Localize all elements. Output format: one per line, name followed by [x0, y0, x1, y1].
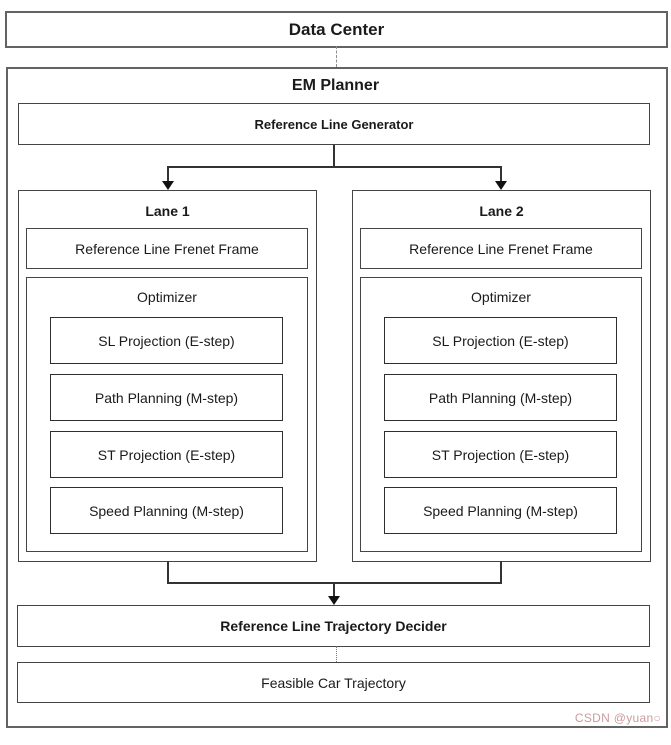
lane-2-frenet-frame-box: Reference Line Frenet Frame [360, 228, 642, 269]
feasible-trajectory-label: Feasible Car Trajectory [261, 674, 406, 691]
lane-1-step-st-projection: ST Projection (E-step) [50, 431, 283, 478]
step-label: Path Planning (M-step) [428, 389, 573, 406]
lane-1-box: Lane 1 Reference Line Frenet Frame Optim… [18, 190, 317, 562]
lane-1-frenet-frame-label: Reference Line Frenet Frame [75, 240, 259, 257]
lane-1-step-speed-planning: Speed Planning (M-step) [50, 487, 283, 534]
generator-stem-line [333, 145, 335, 168]
data-center-label: Data Center [288, 19, 385, 39]
lane-2-box: Lane 2 Reference Line Frenet Frame Optim… [352, 190, 651, 562]
step-label: ST Projection (E-step) [431, 446, 570, 463]
step-label: Speed Planning (M-step) [423, 502, 578, 519]
merge-stem-left [167, 561, 169, 584]
lane-2-step-path-planning: Path Planning (M-step) [384, 374, 617, 421]
lane-2-step-sl-projection: SL Projection (E-step) [384, 317, 617, 364]
feasible-trajectory-box: Feasible Car Trajectory [17, 662, 650, 703]
csdn-watermark: CSDN @yuan○ [574, 711, 661, 725]
lane-1-step-path-planning: Path Planning (M-step) [50, 374, 283, 421]
dashed-connector-datacenter-emplanner [336, 46, 337, 67]
lane-2-title: Lane 2 [479, 203, 524, 219]
em-planner-title: EM Planner [291, 77, 380, 94]
lane-2-step-speed-planning: Speed Planning (M-step) [384, 487, 617, 534]
lane-2-frenet-frame-label: Reference Line Frenet Frame [409, 240, 593, 257]
trajectory-decider-label: Reference Line Trajectory Decider [220, 618, 447, 634]
branch-horizontal-line [167, 166, 502, 168]
reference-line-generator-label: Reference Line Generator [254, 116, 414, 132]
step-label: Path Planning (M-step) [94, 389, 239, 406]
step-label: SL Projection (E-step) [432, 332, 569, 349]
lane-1-step-sl-projection: SL Projection (E-step) [50, 317, 283, 364]
step-label: ST Projection (E-step) [97, 446, 236, 463]
lane-1-title: Lane 1 [145, 203, 190, 219]
lane-1-optimizer-box: Optimizer SL Projection (E-step) Path Pl… [26, 277, 308, 552]
lane-1-optimizer-label: Optimizer [137, 289, 197, 305]
merge-stem-right [500, 561, 502, 584]
reference-line-generator-box: Reference Line Generator [18, 103, 650, 145]
step-label: Speed Planning (M-step) [89, 502, 244, 519]
step-label: SL Projection (E-step) [98, 332, 235, 349]
arrowhead-to-lane2 [495, 181, 507, 190]
merge-stem-center [333, 582, 335, 597]
lane-2-optimizer-label: Optimizer [471, 289, 531, 305]
arrowhead-to-decider [328, 596, 340, 605]
lane-2-optimizer-box: Optimizer SL Projection (E-step) Path Pl… [360, 277, 642, 552]
trajectory-decider-box: Reference Line Trajectory Decider [17, 605, 650, 647]
arrowhead-to-lane1 [162, 181, 174, 190]
data-center-box: Data Center [5, 11, 668, 48]
branch-stem-left [167, 166, 169, 182]
branch-stem-right [500, 166, 502, 182]
lane-2-step-st-projection: ST Projection (E-step) [384, 431, 617, 478]
lane-1-frenet-frame-box: Reference Line Frenet Frame [26, 228, 308, 269]
dotted-connector-decider-feasible [336, 646, 337, 662]
